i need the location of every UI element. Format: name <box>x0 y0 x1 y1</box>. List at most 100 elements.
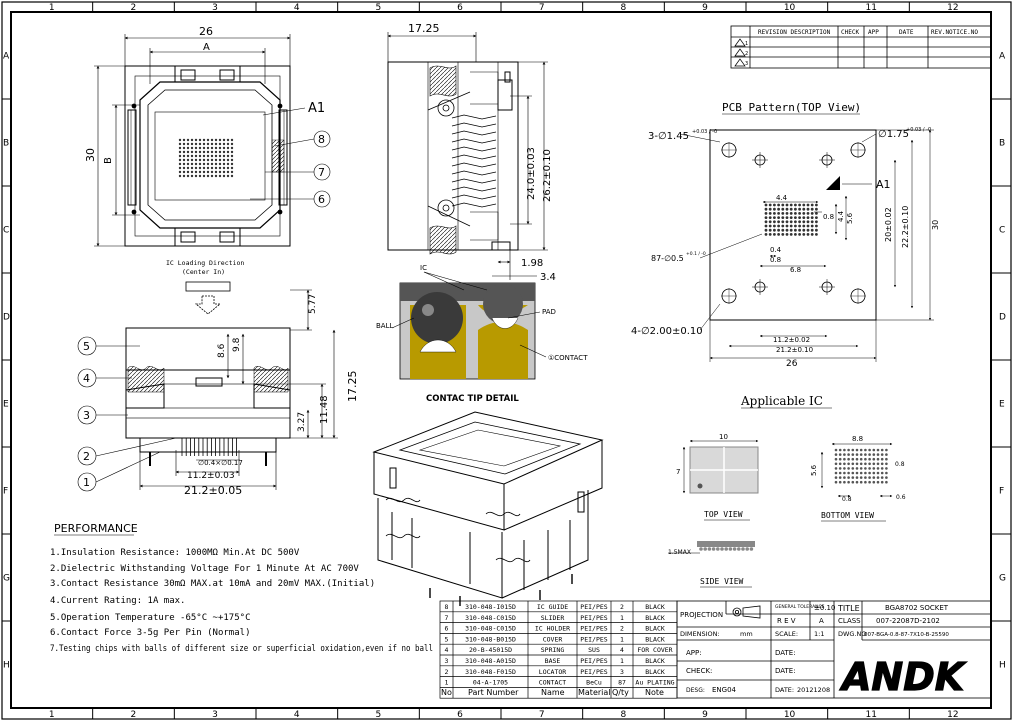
ic-side-ball <box>720 547 724 551</box>
ic-ball <box>885 476 888 479</box>
contact-spring <box>451 130 497 136</box>
ball-dot <box>186 166 190 170</box>
ball-dot <box>222 146 226 150</box>
bom-part: 310-048-A015D <box>465 657 516 665</box>
pcb-pad <box>815 203 818 207</box>
ball-dot <box>186 142 190 146</box>
bom-qty: 4 <box>620 646 624 654</box>
pcb-pad <box>806 220 810 224</box>
ic-dim-7: 7 <box>676 468 680 476</box>
ball-dot <box>182 142 186 146</box>
pcb-dim-0-8b: 0.8 <box>770 256 781 264</box>
pcb-pad <box>781 224 785 228</box>
ball-dot <box>202 154 206 158</box>
performance-item-5: 5.Operation Temperature -65°C ~+175°C <box>50 613 250 623</box>
ball-dot <box>202 162 206 166</box>
ic-ball <box>880 453 884 456</box>
ic-ball <box>864 476 867 479</box>
ic-ball <box>864 480 867 484</box>
ball-dot <box>182 158 186 162</box>
bom-part: 310-048-B015D <box>465 635 516 643</box>
pcb-pad <box>798 224 801 228</box>
pcb-pad <box>815 220 818 224</box>
pcb-pad <box>777 207 780 211</box>
tb-date3-value: 20121208 <box>797 686 830 694</box>
ball-dot <box>190 142 194 146</box>
ic-ball <box>834 462 838 466</box>
pcb-pad <box>802 220 806 224</box>
ic-ball <box>864 462 867 466</box>
pcb-pad <box>798 216 801 220</box>
ic-ball <box>868 476 871 479</box>
ball-dot <box>218 154 222 158</box>
bom-note: BLACK <box>645 635 665 643</box>
ic-ball <box>880 462 884 466</box>
socket-top-view: 26 A 30 B A1 8 7 6 IC Loading Direction … <box>84 25 331 315</box>
ball-dot <box>202 150 206 154</box>
pcb-pad <box>798 233 801 236</box>
ic-ball <box>855 453 859 456</box>
ball-dot <box>198 154 202 158</box>
front-dim-11-48: 11.48 <box>319 395 330 424</box>
front-dim-8-6: 8.6 <box>217 343 227 358</box>
ic-ball <box>859 457 863 461</box>
ball-dot <box>182 150 186 154</box>
ball-dot <box>198 170 202 174</box>
ball-dot <box>194 162 198 166</box>
performance-item-4: 4.Current Rating: 1A max. <box>50 596 185 606</box>
pcb-pad <box>764 228 768 232</box>
bom-qty: 1 <box>620 614 624 622</box>
ic-ball <box>851 453 855 456</box>
pcb-pad <box>773 216 776 220</box>
ic-ball <box>855 457 859 461</box>
ball-dot <box>190 166 194 170</box>
grid-col-label: 9 <box>702 3 708 13</box>
pcb-hole-2-00: 4-∅2.00±0.10 <box>631 326 703 337</box>
ic-ball <box>838 453 842 456</box>
pcb-pad <box>773 203 776 207</box>
bom-qty: 2 <box>620 625 624 633</box>
ic-ball <box>885 448 888 452</box>
pcb-hole-1-45: 3-∅1.45 <box>648 131 689 142</box>
rev-row-2: 2 <box>745 51 748 57</box>
pcb-pad <box>789 216 793 220</box>
ball-dot <box>194 174 198 178</box>
contact-spring <box>451 154 497 160</box>
ball-dot <box>182 166 186 170</box>
ball-dot <box>210 158 214 162</box>
ic-side-balls <box>699 547 754 551</box>
ball-dot <box>226 162 230 166</box>
ball-dot <box>190 150 194 154</box>
side-dim-1-98: 1.98 <box>521 258 543 269</box>
front-dim-pins: ∅0.4×∅0.17 <box>198 459 243 467</box>
bom-header-part: Part Number <box>468 688 519 697</box>
pcb-pad <box>789 220 793 224</box>
ic-dim-5-6: 5.6 <box>810 464 818 476</box>
ic-ball <box>838 476 842 479</box>
pcb-dim-22-2: 22.2±0.10 <box>901 206 910 248</box>
bom-note: FOR COVER <box>637 646 672 654</box>
ic-ball <box>838 480 842 484</box>
ball-dot <box>222 170 226 174</box>
bom-material: PEI/PES <box>580 668 607 676</box>
pcb-pad <box>815 212 818 215</box>
bom-header-name: Name <box>541 688 565 697</box>
ic-side-ball <box>737 547 741 551</box>
pcb-pad <box>777 203 780 207</box>
tb-scale-label: SCALE: <box>775 630 798 638</box>
pcb-pad <box>789 207 793 211</box>
ic-ball <box>855 476 859 479</box>
grid-col-label: 6 <box>457 3 463 13</box>
grid-col-label: 4 <box>294 710 300 720</box>
ic-dim-0-8b: 0.8 <box>842 496 852 503</box>
tb-class-value: 007-22087D-2102 <box>876 617 940 625</box>
socket-side-view: 17.25 24.0±0.03 26.2±0.10 1.98 3.4 <box>387 22 556 283</box>
grid-row-label: D <box>3 313 10 323</box>
ball-dot <box>214 142 218 146</box>
pcb-pad <box>773 212 776 215</box>
ic-side-ball <box>711 547 716 551</box>
ball-dot <box>190 138 194 142</box>
bom-no: 7 <box>445 614 449 622</box>
ic-ball <box>855 467 859 470</box>
